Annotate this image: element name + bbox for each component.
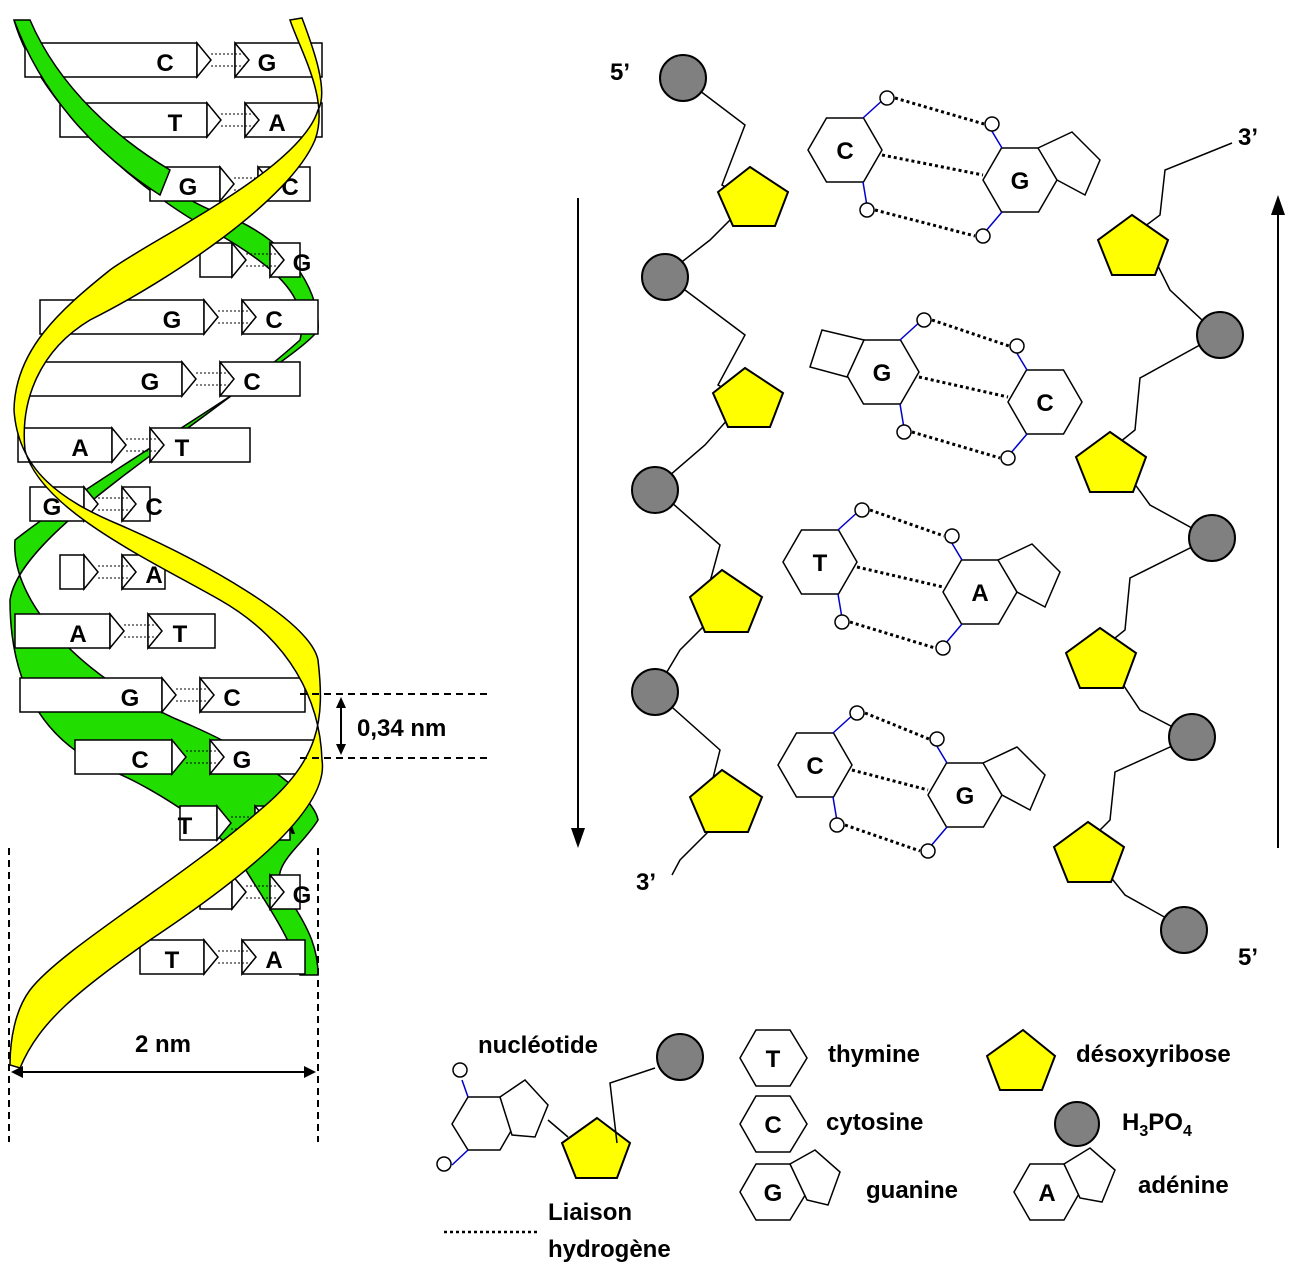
helix-left-base: G — [163, 307, 182, 334]
helix-base-pair: A — [59, 552, 166, 592]
detail-base-pair: TA — [782, 502, 1061, 656]
legend-deoxyribose: désoxyribose — [1076, 1041, 1231, 1068]
legend-hbond-1: Liaison — [548, 1199, 632, 1226]
width-label: 2 nm — [135, 1031, 191, 1058]
legend-hbond-2: hydrogène — [548, 1236, 671, 1263]
helix-left-base: T — [168, 110, 183, 137]
legend-thymine-symbol: T — [766, 1046, 781, 1073]
legend-cytosine-symbol: C — [764, 1112, 781, 1139]
base-pair-rows: CGTAGCGGCGCATGCAATGCCGTAGTA — [14, 40, 323, 977]
legend-adenine: adénine — [1138, 1172, 1229, 1199]
helix-right-base: C — [145, 494, 162, 521]
double-helix: CGTAGCGGCGCATGCAATGCCGTAGTA 0,34 nm 2 nm — [8, 17, 488, 1142]
legend-guanine-symbol: G — [764, 1180, 783, 1207]
helix-right-base: A — [268, 110, 285, 137]
legend-phosphate: H3PO4 — [1122, 1109, 1192, 1140]
nucleotide-example — [436, 1033, 704, 1179]
helix-base-pair: G — [199, 240, 312, 280]
end-bottom-right: 5’ — [1238, 944, 1258, 971]
helix-right-base: T — [173, 621, 188, 648]
phosphates — [631, 54, 1244, 954]
end-bottom-left: 3’ — [636, 869, 656, 896]
detail-base-pair: GC — [809, 312, 1083, 466]
helix-left-base: G — [121, 685, 140, 712]
end-top-left: 5’ — [610, 59, 630, 86]
helix-left-base: G — [141, 369, 160, 396]
detail-left-base: G — [873, 360, 892, 387]
helix-left-base: T — [178, 813, 193, 840]
legend: nucléotide Liaison hydrogène T thymine C… — [436, 1028, 1231, 1263]
detail-right-base: C — [1036, 390, 1053, 417]
legend-nucleotide: nucléotide — [478, 1032, 598, 1059]
helix-right-base: T — [175, 435, 190, 462]
detail-left-base: C — [836, 138, 853, 165]
helix-right-base: G — [258, 50, 277, 77]
detail-left-base: C — [806, 753, 823, 780]
legend-cytosine: cytosine — [826, 1109, 923, 1136]
helix-left-base: G — [43, 494, 62, 521]
helix-right-base: A — [265, 947, 282, 974]
helix-right-base: C — [223, 685, 240, 712]
spacing-measure: 0,34 nm — [300, 693, 488, 759]
helix-left-base: G — [179, 174, 198, 201]
detail-base-pair: CG — [807, 90, 1101, 244]
helix-right-base: C — [243, 369, 260, 396]
helix-left-base: A — [71, 435, 88, 462]
helix-right-base: G — [233, 747, 252, 774]
legend-adenine-symbol: A — [1038, 1180, 1055, 1207]
detail-left-base: T — [813, 550, 828, 577]
helix-left-base: T — [165, 947, 180, 974]
green-strand-front — [12, 19, 171, 197]
helix-right-base: A — [145, 562, 162, 589]
sugars — [688, 165, 1170, 883]
legend-guanine: guanine — [866, 1177, 958, 1204]
spacing-label: 0,34 nm — [357, 715, 446, 742]
detail-right-base: G — [1011, 168, 1030, 195]
helix-left-base: C — [156, 50, 173, 77]
width-measure: 2 nm — [8, 848, 319, 1142]
yellow-strand — [9, 17, 324, 1069]
helix-left-base: C — [131, 747, 148, 774]
detail-right-base: A — [971, 580, 988, 607]
helix-left-base: A — [69, 621, 86, 648]
helix-right-base: G — [293, 250, 312, 277]
end-top-right: 3’ — [1238, 124, 1258, 151]
helix-right-base: C — [265, 307, 282, 334]
detail-right-base: G — [956, 783, 975, 810]
detail-base-pair: CG — [777, 705, 1046, 859]
helix-right-base: G — [293, 882, 312, 909]
legend-thymine: thymine — [828, 1041, 920, 1068]
